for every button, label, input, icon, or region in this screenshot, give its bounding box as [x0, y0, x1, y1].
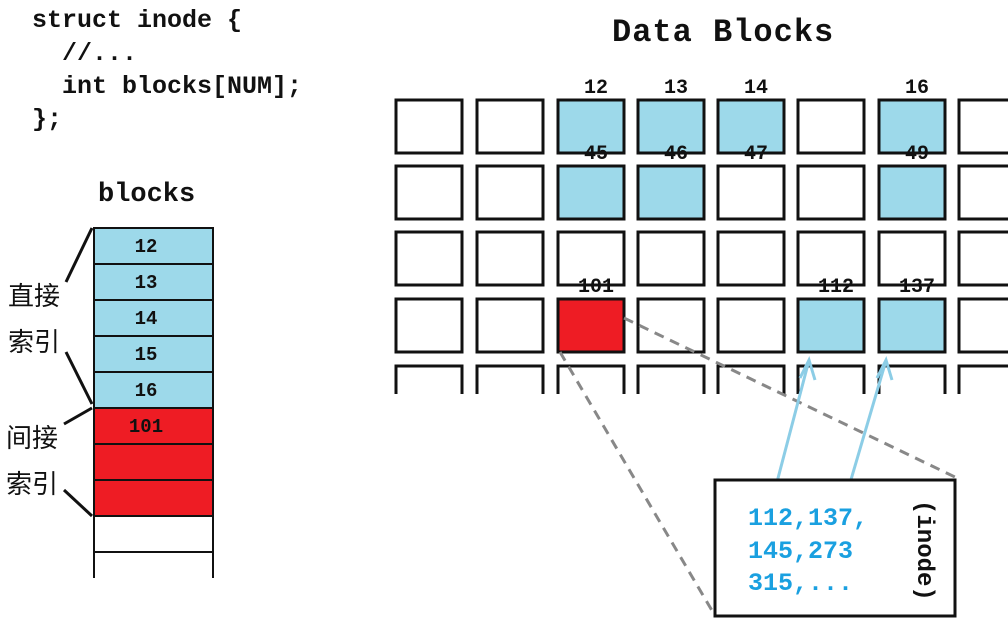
data-block-label: 47: [744, 143, 768, 166]
data-block-cell: [636, 98, 706, 155]
data-block-label: 12: [584, 77, 608, 100]
blocks-array-cell: [93, 371, 214, 409]
arrowhead-112: [798, 355, 817, 381]
zoom-dashed-line: [623, 316, 958, 480]
data-block-cell: [877, 164, 947, 221]
data-block-cell: [716, 230, 786, 287]
data-block-cell: [394, 230, 464, 287]
code-line: int blocks[NUM];: [32, 72, 303, 101]
indirect-index-label-1: 间接: [6, 424, 59, 454]
data-block-cell: [556, 164, 626, 221]
data-block-cell: [796, 230, 866, 287]
blocks-array-title: blocks: [98, 180, 196, 210]
direct-index-label-1: 直接: [8, 282, 61, 312]
blocks-array-cell: [93, 515, 214, 553]
blocks-array-value: 16: [135, 380, 158, 402]
data-block-cell: [475, 230, 545, 287]
arrowhead-137: [875, 355, 894, 381]
data-block-cell: [877, 297, 947, 354]
blocks-array-open-end: [93, 552, 214, 578]
data-block-cell: [636, 164, 706, 221]
blocks-array-value: 15: [135, 344, 158, 366]
data-block-cell: [796, 98, 866, 155]
data-block-label: 46: [664, 143, 688, 166]
indirect-bracket-line: [62, 488, 94, 518]
blocks-array-value: 14: [135, 308, 158, 330]
data-block-label: 101: [578, 276, 614, 299]
data-block-cell: [957, 230, 1008, 287]
blocks-array-cell: [93, 263, 214, 301]
data-block-cell: [636, 230, 706, 287]
data-block-cell: [796, 364, 866, 394]
code-line: };: [32, 105, 63, 134]
code-line: //...: [32, 39, 138, 68]
data-block-cell: [957, 297, 1008, 354]
data-block-label: 137: [899, 276, 935, 299]
blocks-array-value: 101: [129, 416, 163, 438]
data-block-cell: [475, 164, 545, 221]
index-entries-line: 112,137,: [748, 504, 868, 533]
blocks-array-value: 12: [135, 236, 158, 258]
data-block-cell: [957, 98, 1008, 155]
data-block-cell: [957, 364, 1008, 394]
data-block-label: 16: [905, 77, 929, 100]
blocks-array-value: 13: [135, 272, 158, 294]
data-block-cell: [475, 297, 545, 354]
data-block-cell: [877, 98, 947, 155]
data-block-label: 49: [905, 143, 929, 166]
data-blocks-title: Data Blocks: [612, 14, 835, 51]
data-block-cell: [556, 230, 626, 287]
data-block-cell: [394, 164, 464, 221]
data-block-label: 112: [818, 276, 854, 299]
direct-bracket-line: [64, 351, 94, 405]
data-block-label: 45: [584, 143, 608, 166]
data-block-cell: [475, 98, 545, 155]
direct-index-label-2: 索引: [8, 328, 61, 358]
blocks-array-cell: [93, 299, 214, 337]
data-block-cell: [556, 297, 626, 354]
data-block-cell: [957, 164, 1008, 221]
code-line: struct inode {: [32, 6, 243, 35]
data-block-cell: [877, 230, 947, 287]
data-block-cell: [716, 364, 786, 394]
data-block-cell: [475, 364, 545, 394]
data-block-cell: [394, 98, 464, 155]
pointer-lines: [558, 316, 958, 615]
data-block-cell: [716, 98, 786, 155]
direct-bracket-line: [64, 227, 94, 283]
inode-struct-code: struct inode { //... int blocks[NUM]; };: [32, 4, 302, 136]
blocks-array: 12 13 14 15 16 101: [62, 227, 214, 578]
blocks-array-cell: [93, 227, 214, 265]
data-block-cell: [636, 297, 706, 354]
data-block-cell: [796, 297, 866, 354]
index-block-frame: [713, 478, 957, 618]
data-block-cell: [716, 164, 786, 221]
inode-side-label: (inode): [910, 500, 937, 601]
blocks-array-cell: [93, 407, 214, 445]
data-block-cell: [394, 364, 464, 394]
index-entries-line: 145,273: [748, 537, 853, 566]
blocks-array-cell: [93, 443, 214, 481]
blocks-array-cell: [93, 479, 214, 517]
data-block-label: 14: [744, 77, 768, 100]
data-block-cell: [556, 98, 626, 155]
data-block-cell: [716, 297, 786, 354]
data-block-cell: [394, 297, 464, 354]
data-block-label: 13: [664, 77, 688, 100]
pointer-arrow-112: [775, 363, 810, 483]
pointer-arrow-137: [843, 363, 887, 501]
indirect-bracket-line: [63, 406, 93, 426]
index-entries-line: 315,...: [748, 569, 853, 598]
data-block-cell: [556, 364, 626, 394]
index-block-box: 112,137, 145,273 315,... (inode): [713, 478, 957, 618]
indirect-index-label-2: 索引: [6, 470, 59, 500]
data-block-cell: [636, 364, 706, 394]
data-blocks-grid: 12 13 14 16 45 46 47 49 101 112 137: [394, 77, 1008, 394]
data-block-cell: [796, 164, 866, 221]
